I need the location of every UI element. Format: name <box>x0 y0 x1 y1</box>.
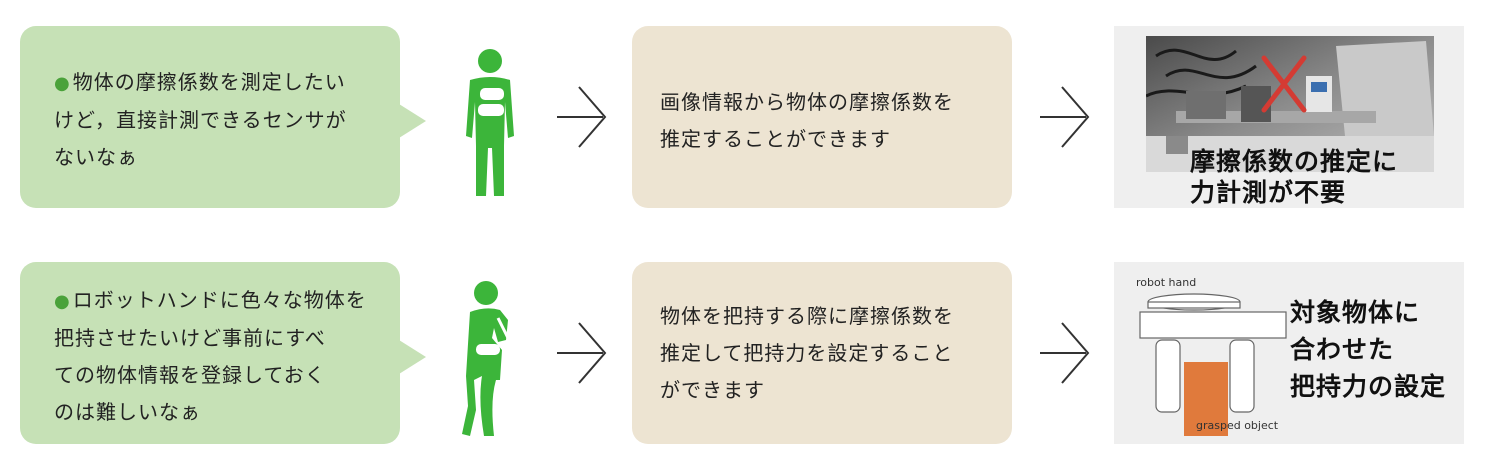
solution-text: 物体を把持する際に摩擦係数を推定して把持力を設定することができます <box>660 304 954 402</box>
solution-box: 画像情報から物体の摩擦係数を推定することができます <box>632 26 1012 208</box>
flow-row-friction-measurement: ●物体の摩擦係数を測定したいけど，直接計測できるセンサがないなぁ 画像情報から物… <box>0 22 1491 212</box>
problem-text: ●物体の摩擦係数を測定したいけど，直接計測できるセンサがないなぁ <box>54 70 347 169</box>
solution-box: 物体を把持する際に摩擦係数を推定して把持力を設定することができます <box>632 262 1012 444</box>
problem-speech-bubble: ●物体の摩擦係数を測定したいけど，直接計測できるセンサがないなぁ <box>20 26 426 208</box>
arrow-right-icon <box>1040 322 1090 384</box>
solution-text: 画像情報から物体の摩擦係数を推定することができます <box>660 90 954 151</box>
grasped-object-shape <box>1184 362 1228 436</box>
measurement-rig-photo <box>1146 36 1434 172</box>
robot-hand-label: robot hand <box>1136 276 1196 289</box>
result-caption: 対象物体に合わせた把持力の設定 <box>1290 298 1447 401</box>
grasped-object-label: grasped object <box>1196 419 1279 432</box>
result-panel-grasp-diagram: robot hand grasped object 対象物体に合わせた把持力の設… <box>1114 262 1464 444</box>
person-thinking-icon <box>466 49 514 196</box>
bullet-circle-icon: ● <box>54 291 71 312</box>
arrow-right-icon <box>557 322 607 384</box>
arrow-right-icon <box>557 86 607 148</box>
arrow-right-icon <box>1040 86 1090 148</box>
red-cross-icon <box>1261 55 1307 113</box>
problem-speech-bubble: ●ロボットハンドに色々な物体を把持させたいけど事前にすべての物体情報を登録してお… <box>20 262 426 444</box>
robot-hand-diagram: robot hand grasped object <box>1136 276 1287 436</box>
person-thinking-icon <box>462 281 510 436</box>
bullet-circle-icon: ● <box>54 73 71 94</box>
result-caption: 摩擦係数の推定に力計測が不要 <box>1190 147 1399 207</box>
problem-text: ●ロボットハンドに色々な物体を把持させたいけど事前にすべての物体情報を登録してお… <box>54 288 367 424</box>
flow-row-grasp-force: ●ロボットハンドに色々な物体を把持させたいけど事前にすべての物体情報を登録してお… <box>0 258 1491 448</box>
result-panel-measurement-rig: 摩擦係数の推定に力計測が不要 <box>1114 26 1464 208</box>
